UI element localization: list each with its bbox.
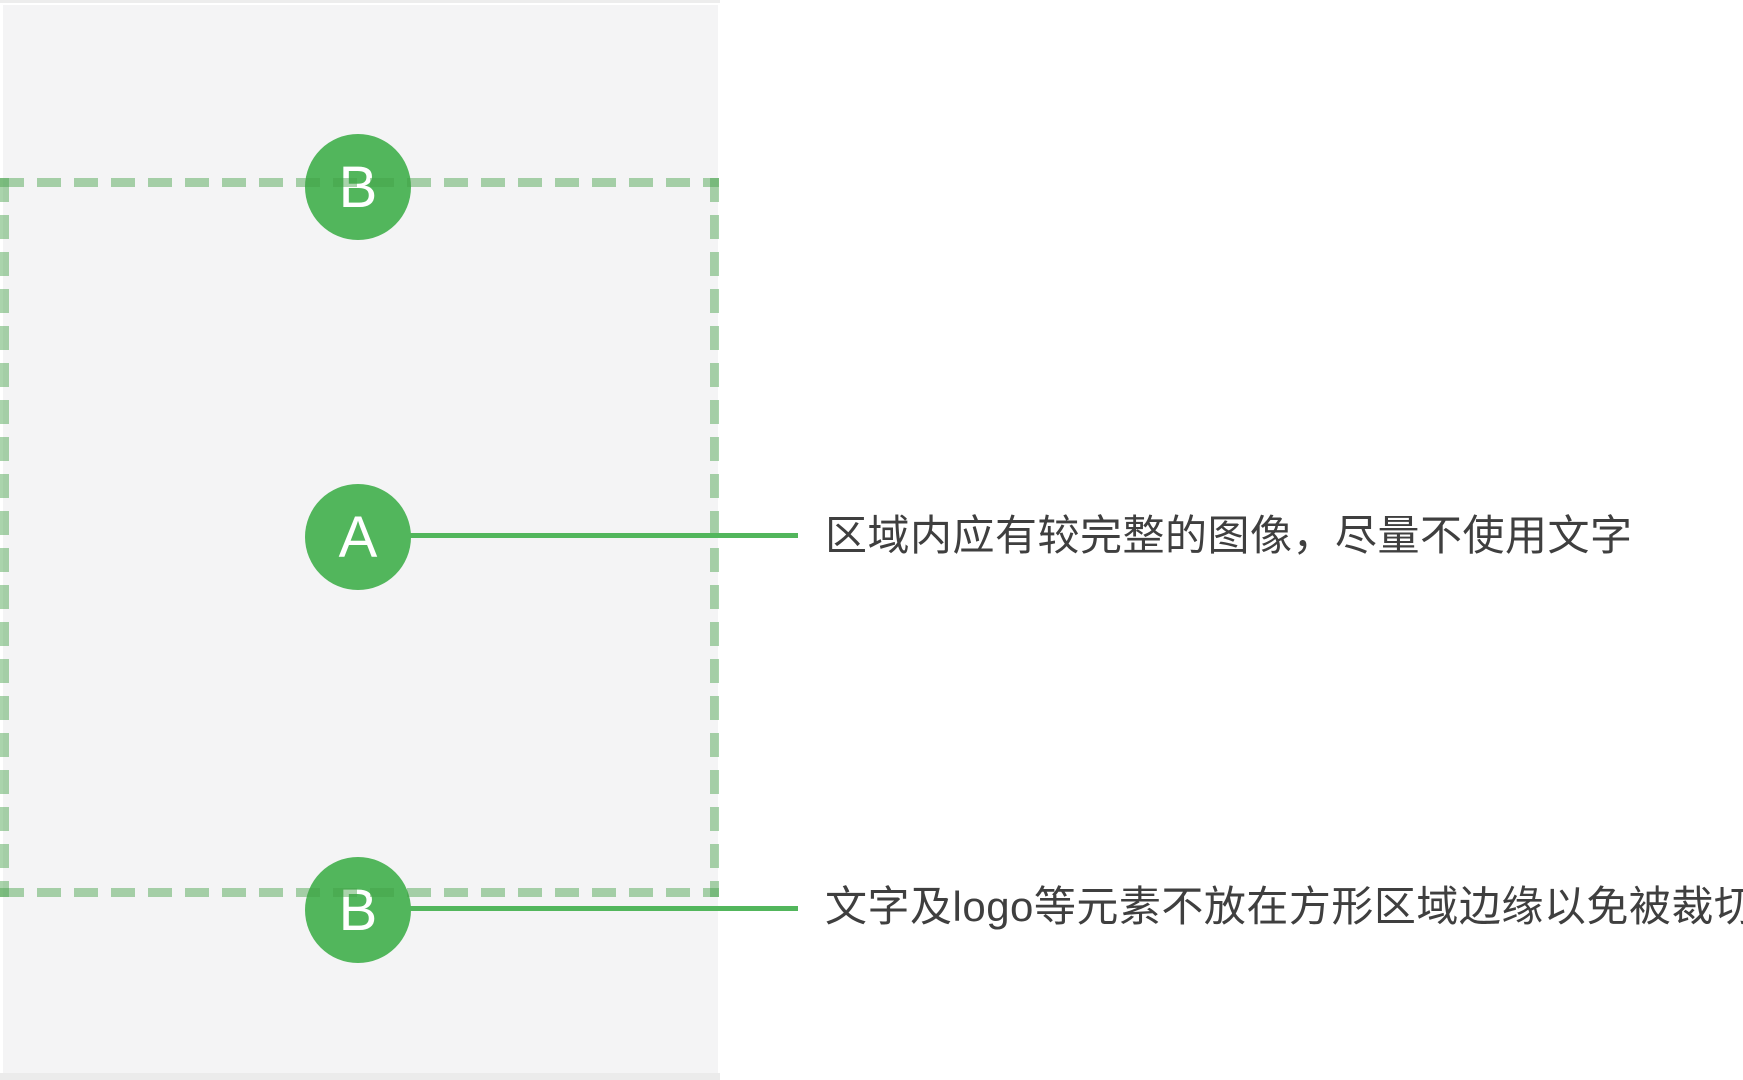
panel-top-edge bbox=[0, 0, 720, 3]
annotation-crop-guideline: 文字及logo等元素不放在方形区域边缘以免被裁切 bbox=[825, 883, 1743, 930]
marker-badge-b-bottom: B bbox=[305, 857, 411, 963]
leader-line-b bbox=[408, 906, 798, 911]
safe-area-border-bottom bbox=[0, 888, 719, 897]
marker-badge-b-top: B bbox=[305, 134, 411, 240]
marker-letter: B bbox=[338, 878, 378, 943]
marker-letter: B bbox=[338, 155, 378, 220]
panel-bottom-edge bbox=[0, 1073, 720, 1080]
safe-area-border-left bbox=[0, 178, 9, 897]
marker-badge-a: A bbox=[305, 484, 411, 590]
annotation-image-guideline: 区域内应有较完整的图像，尽量不使用文字 bbox=[825, 512, 1633, 559]
safe-area-border-top bbox=[0, 178, 719, 187]
leader-line-a bbox=[410, 533, 798, 538]
marker-letter: A bbox=[338, 505, 378, 570]
